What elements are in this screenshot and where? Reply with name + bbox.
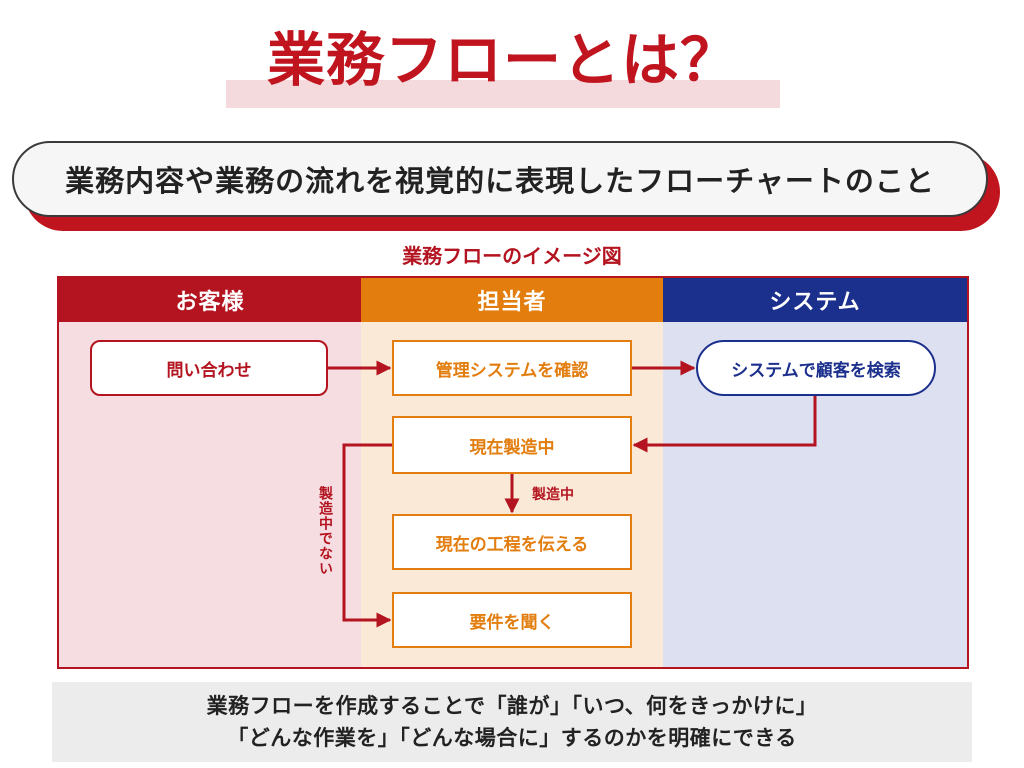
summary-line-2: 「どんな作業を」「どんな場合に」するのかを明確にできる xyxy=(227,726,797,750)
summary-line-1: 業務フローを作成することで「誰が」「いつ、何をきっかけに」 xyxy=(206,694,818,718)
node-hear-requirements: 要件を聞く xyxy=(392,592,632,648)
edge-label-in-production: 製造中 xyxy=(532,487,574,503)
definition-banner: 業務内容や業務の流れを視覚的に表現したフローチャートのこと xyxy=(12,141,988,217)
node-in-production: 現在製造中 xyxy=(392,416,632,474)
node-search-customer: システムで顧客を検索 xyxy=(696,340,936,396)
lane-header-customer: お客様 xyxy=(59,278,361,322)
lane-customer: お客様 xyxy=(59,278,361,667)
lane-header-system: システム xyxy=(663,278,967,322)
edge-label-not-in-production: 製造中でない xyxy=(317,486,333,576)
node-check-system: 管理システムを確認 xyxy=(392,340,632,396)
node-inquiry: 問い合わせ xyxy=(90,340,328,396)
summary-footer: 業務フローを作成することで「誰が」「いつ、何をきっかけに」 「どんな作業を」「ど… xyxy=(52,682,972,762)
title-highlight-band xyxy=(226,80,780,108)
page-title: 業務フローとは？ xyxy=(266,26,739,94)
lane-header-staff: 担当者 xyxy=(361,278,663,322)
node-tell-process: 現在の工程を伝える xyxy=(392,514,632,570)
diagram-caption: 業務フローのイメージ図 xyxy=(402,244,622,268)
lane-system: システム xyxy=(663,278,967,667)
title-area: 業務フローとは？ xyxy=(226,20,780,108)
